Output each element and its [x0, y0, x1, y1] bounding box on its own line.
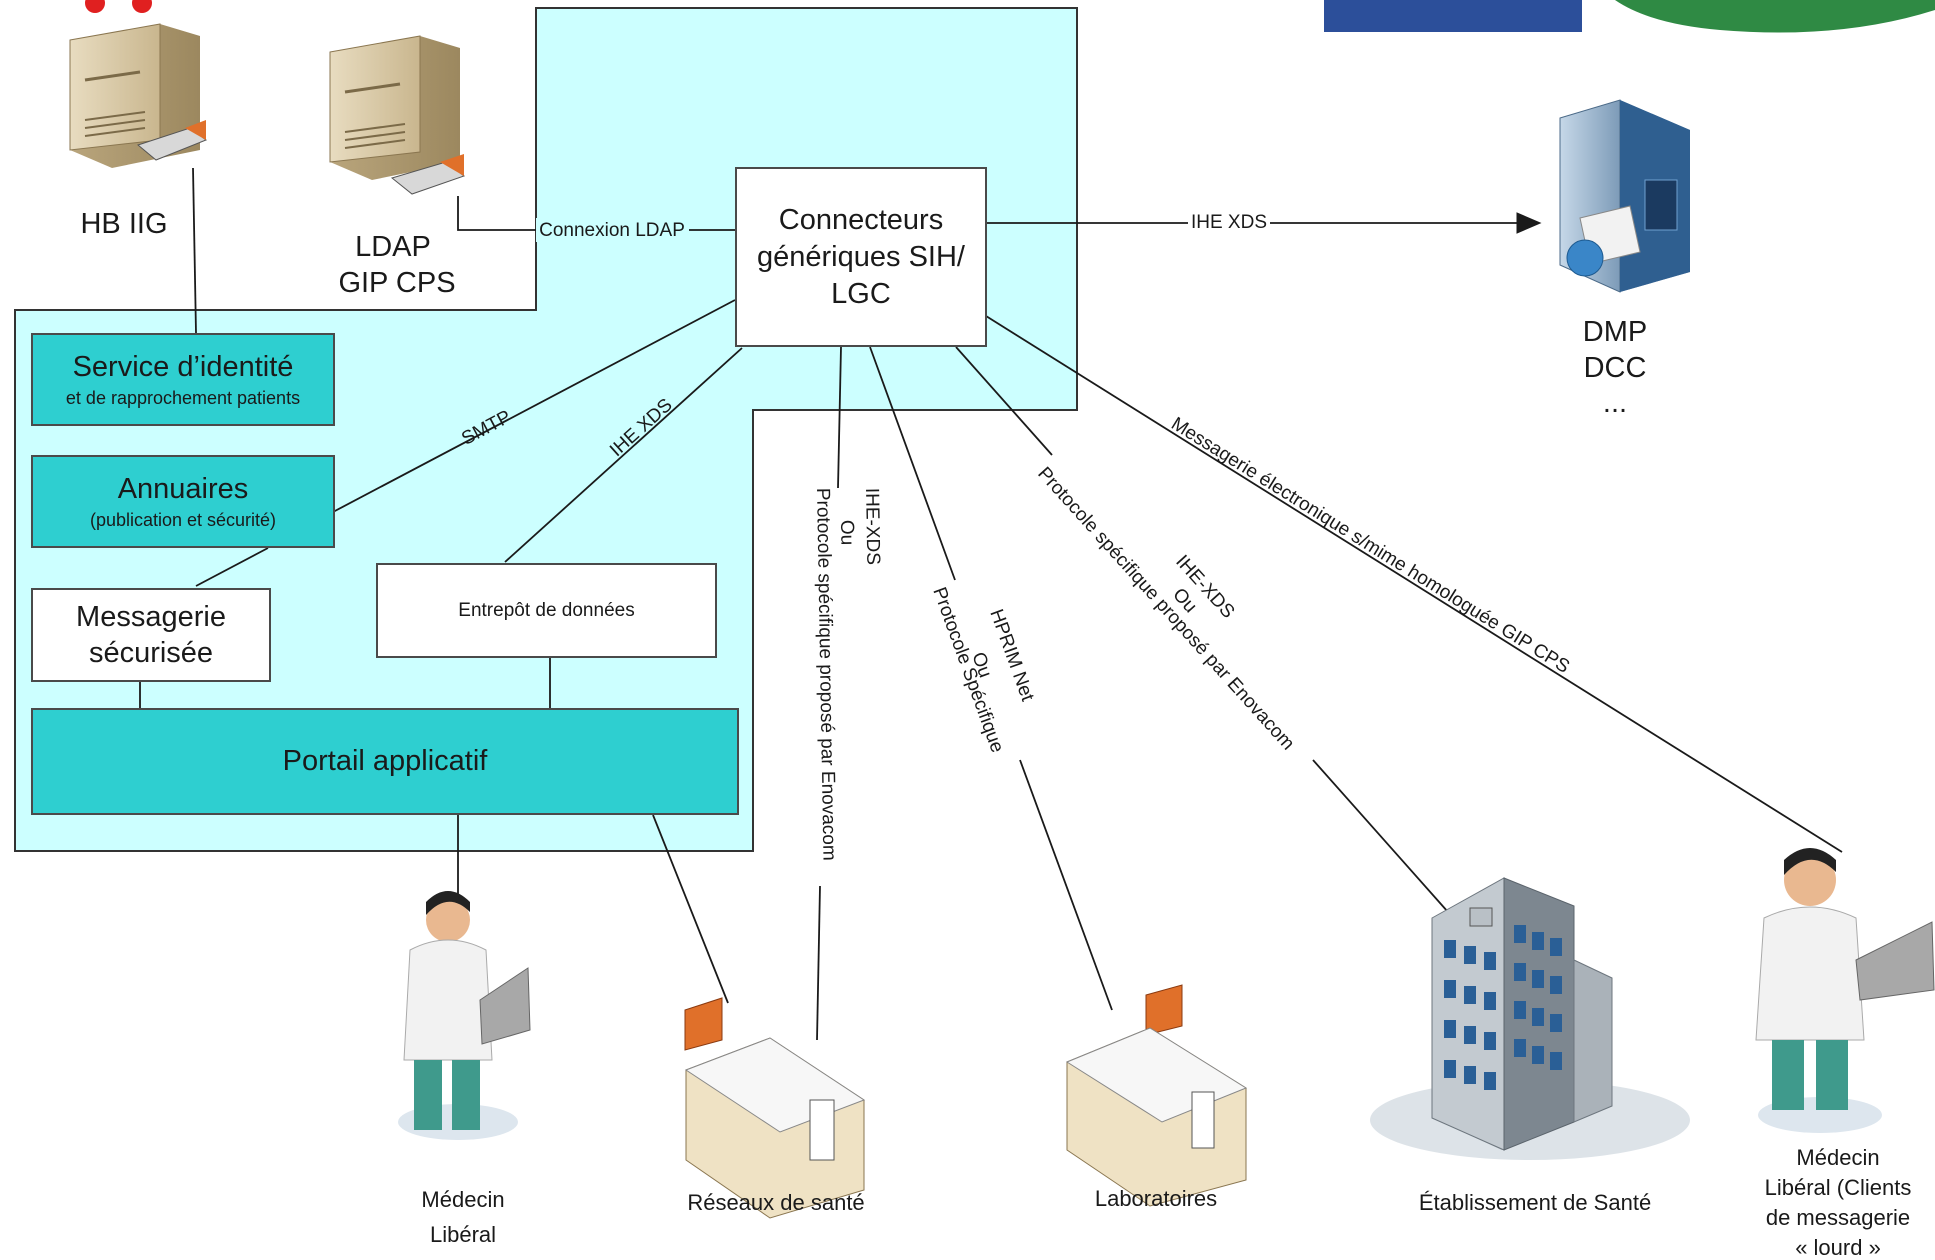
ldap-label-line2: GIP CPS	[338, 267, 455, 299]
connecteurs-line2: génériques SIH/	[757, 240, 965, 273]
connecteurs-line1: Connecteurs	[778, 203, 944, 236]
portail-label: Portail applicatif	[282, 745, 488, 777]
etab-protocol-line3: Protocole spécifique proposé par Enovaco…	[1033, 463, 1298, 754]
ldap-server-icon	[329, 35, 466, 195]
dmp-label-line1: DMP	[1583, 316, 1647, 348]
annuaires-subtitle: (publication et sécurité)	[89, 509, 277, 530]
medecin-label-line2: Libéral	[430, 1222, 496, 1247]
reseaux-protocol-line3: Protocole spécifique proposé par Enovaco…	[812, 488, 840, 861]
hb-iig-server-icon	[69, 23, 208, 168]
reseaux-protocol-line1: IHE-XDS	[861, 488, 883, 565]
service-identite-title: Service d’identité	[72, 350, 294, 383]
entrepot-box: Entrepôt de données	[376, 563, 717, 658]
messagerie-line1: Messagerie	[76, 601, 226, 633]
messagerie-line2: sécurisée	[88, 637, 214, 669]
annuaires-box: Annuaires (publication et sécurité)	[31, 455, 335, 548]
connecteurs-line3: LGC	[831, 277, 891, 310]
medecin-lourd-icon	[1755, 848, 1935, 1133]
annuaires-title: Annuaires	[117, 472, 249, 505]
reseaux-house-icon	[684, 997, 866, 1219]
ldap-label-line1: LDAP	[355, 231, 431, 263]
hb-iig-label: HB IIG	[80, 208, 167, 240]
laboratoires-label: Laboratoires	[1095, 1186, 1217, 1211]
laboratoires-house-icon	[1065, 984, 1248, 1207]
entrepot-label: Entrepôt de données	[458, 599, 635, 621]
reseaux-label: Réseaux de santé	[687, 1190, 864, 1215]
portail-box: Portail applicatif	[31, 708, 739, 815]
etablissement-label: Établissement de Santé	[1419, 1190, 1651, 1215]
lourd-label-line2: Libéral (Clients	[1765, 1175, 1912, 1200]
dmp-server-icon	[1559, 99, 1690, 293]
dmp-label-line2: DCC	[1584, 352, 1647, 384]
etablissement-building-icon	[1370, 877, 1690, 1160]
service-identite-subtitle: et de rapprochement patients	[65, 387, 301, 408]
partner-logos	[85, 0, 1935, 33]
lourd-label-line3: de messagerie	[1766, 1205, 1910, 1230]
connexion-ldap-label: Connexion LDAP	[539, 220, 685, 241]
reseaux-protocol-line2: Ou	[836, 520, 857, 546]
medecin-label-line1: Médecin	[421, 1187, 504, 1212]
lourd-label-line4: « lourd »	[1795, 1235, 1881, 1260]
lourd-label-line1: Médecin	[1796, 1145, 1879, 1170]
messagerie-lourd-label: Messagerie électronique s/mime homologué…	[1167, 413, 1573, 677]
medecin-liberal-icon	[398, 891, 531, 1140]
service-identite-box: Service d’identité et de rapprochement p…	[31, 333, 335, 426]
dmp-label-line3: ...	[1603, 387, 1627, 419]
labo-protocol-line1: HPRIM Net	[985, 607, 1038, 705]
messagerie-securisee-box: Messagerie sécurisée	[31, 588, 271, 682]
ihe-xds-dmp-label: IHE XDS	[1191, 212, 1267, 233]
connecteurs-box: Connecteurs génériques SIH/ LGC	[735, 167, 987, 347]
